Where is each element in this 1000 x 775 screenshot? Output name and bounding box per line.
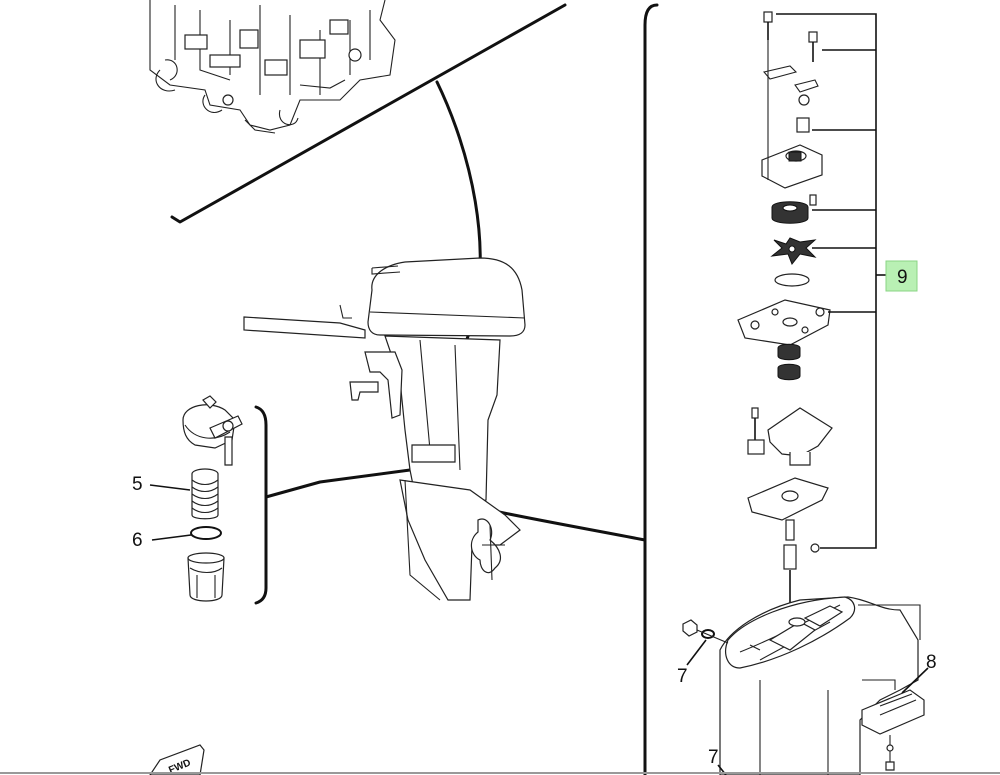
lower-unit-icon [719, 596, 921, 775]
impeller-icon [770, 237, 817, 265]
spring-icon [149, 468, 219, 520]
outboard-motor-icon [243, 257, 526, 601]
callout-7-top: 7 [677, 666, 688, 687]
o-ring-icon [151, 526, 222, 541]
fuel-connector-icon [182, 395, 243, 466]
kit-bracket-lines [767, 13, 888, 549]
callout-6: 6 [132, 530, 143, 551]
water-pump-kit-icon [737, 11, 833, 618]
bolt-icon [682, 619, 729, 666]
callout-9[interactable]: 9 [897, 267, 908, 288]
callout-5: 5 [132, 474, 143, 495]
filter-cup-icon [187, 552, 225, 602]
fwd-arrow-icon: FWD [149, 744, 205, 775]
engine-block-icon [149, 0, 396, 134]
callout-7-bottom: 7 [708, 747, 719, 768]
callout-9-highlight [885, 260, 918, 292]
anode-icon [861, 667, 929, 771]
callout-8: 8 [926, 652, 937, 673]
